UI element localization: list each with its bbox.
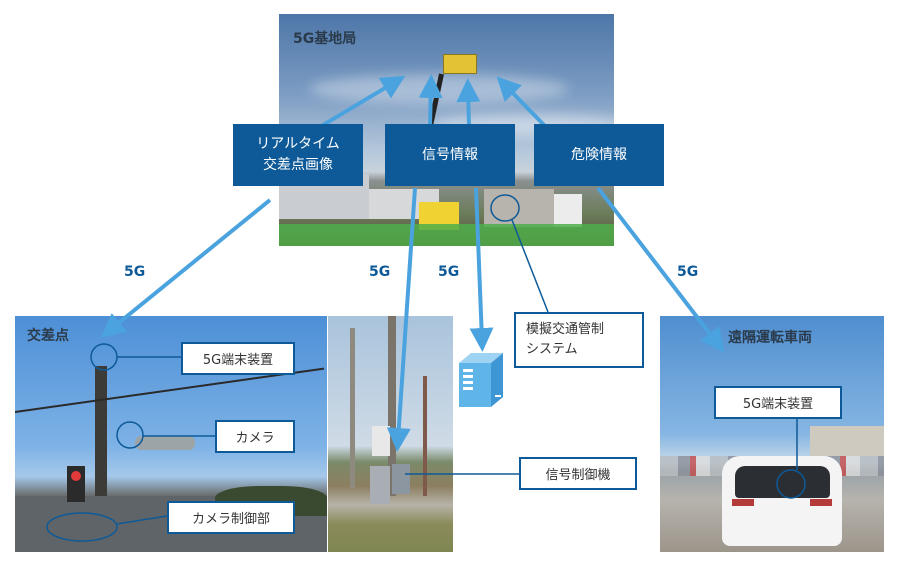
callout-traffic-control-system: 模擬交通管制 システム: [514, 312, 644, 368]
info-box-danger-label: 危険情報: [571, 146, 627, 163]
server-icon: [459, 353, 503, 407]
callout-vehicle-terminal: 5G端末装置: [714, 386, 842, 419]
callout-camera-text: カメラ: [235, 431, 275, 446]
link-label-5g-vehicle: 5G: [677, 264, 699, 280]
link-label-5g-server: 5G: [438, 264, 460, 280]
callout-traffic-control-line2: システム: [526, 342, 578, 357]
info-box-realtime-line2: 交差点画像: [263, 157, 333, 173]
info-box-signal-label: 信号情報: [422, 146, 478, 163]
callout-signal-controller: 信号制御機: [519, 457, 637, 490]
callout-vehicle-terminal-text: 5G端末装置: [742, 397, 814, 412]
callout-camera-controller: カメラ制御部: [167, 501, 295, 534]
callout-camera: カメラ: [215, 420, 295, 453]
signal-controller-photo: [328, 316, 453, 552]
remote-vehicle-label: 遠隔運転車両: [728, 330, 812, 346]
info-box-danger: 危険情報: [534, 124, 664, 186]
remote-vehicle-photo: [660, 316, 884, 552]
info-box-realtime-line1: リアルタイム: [256, 136, 340, 152]
link-label-5g-signal: 5G: [369, 264, 391, 280]
info-box-realtime-image: リアルタイム 交差点画像: [233, 124, 363, 186]
link-label-5g-intersection: 5G: [124, 264, 146, 280]
info-box-signal: 信号情報: [385, 124, 515, 186]
intersection-label: 交差点: [27, 328, 69, 344]
base-station-label: 5G基地局: [293, 31, 357, 47]
callout-camera-controller-text: カメラ制御部: [191, 512, 270, 527]
callout-intersection-terminal-text: 5G端末装置: [202, 353, 274, 368]
callout-signal-controller-text: 信号制御機: [545, 468, 611, 483]
callout-intersection-terminal: 5G端末装置: [181, 342, 295, 375]
antenna-basket: [443, 54, 477, 74]
callout-traffic-control-line1: 模擬交通管制: [526, 322, 605, 337]
